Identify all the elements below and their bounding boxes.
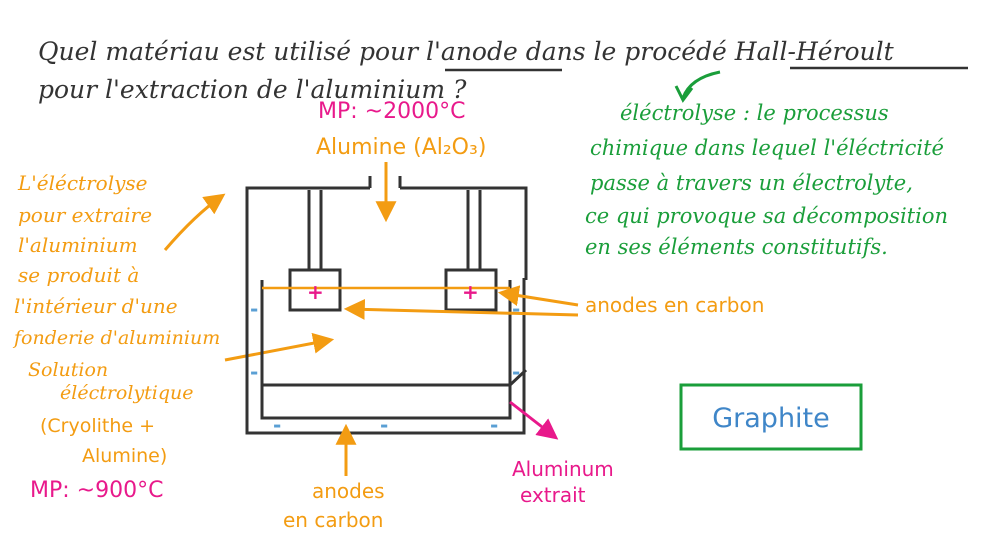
electrolytic-cell (245, 176, 528, 435)
cathode-minus: - (380, 413, 388, 437)
smelter-note-line: l'intérieur d'une (14, 294, 178, 318)
solution-line: Solution (28, 359, 108, 381)
anodes-label-bottom: en carbon (283, 508, 383, 532)
solution-line: éléctrolytique (60, 382, 194, 404)
definition-line: en ses éléments constitutifs. (585, 235, 888, 259)
cathode-minus: - (490, 413, 498, 437)
solution-label: Solution éléctrolytique (28, 359, 194, 404)
answer-text: Graphite (712, 403, 830, 434)
anode-arrow-lower (343, 298, 579, 320)
cathode-minus: - (512, 297, 520, 321)
smelter-note-line: se produit à (18, 263, 139, 287)
cathode-minus: - (250, 360, 258, 384)
cell-inner-lining (260, 280, 512, 420)
smelter-note: L'éléctrolyse pour extraire l'aluminium … (12, 171, 220, 349)
question-line-1: Quel matériau est utilisé pour l'anode d… (38, 37, 895, 66)
definition-line: chimique dans lequel l'éléctricité (590, 136, 944, 160)
anode-plus-right: + (462, 280, 479, 304)
anodes-label-right: anodes en carbon (585, 293, 764, 317)
anode-block-right (444, 268, 498, 312)
aluminum-out-arrow (509, 400, 559, 440)
cathode-charges: - - - - - - - (250, 297, 520, 437)
cell-outer-wall (245, 186, 526, 435)
alumina-melting-point: MP: ~2000°C (318, 99, 465, 124)
heroult-arrow (681, 70, 721, 99)
aluminum-label: extrait (520, 483, 586, 507)
definition-line: passe à travers un électrolyte, (590, 171, 913, 195)
question-line-2: pour l'extraction de l'aluminium ? (38, 75, 467, 104)
anode-block-left (288, 268, 342, 312)
anodes-label-bottom: anodes (312, 479, 385, 503)
tap-spout (508, 368, 528, 387)
smelter-note-line: L'éléctrolyse (17, 171, 147, 195)
cathode-minus: - (250, 297, 258, 321)
definition-line: ce qui provoque sa décomposition (585, 204, 948, 228)
anode-arrow-upper (497, 285, 579, 307)
alumina-label: Alumine (Al₂O₃) (316, 135, 486, 160)
smelter-arrow (163, 193, 226, 251)
electrolysis-definition: éléctrolyse : le processus chimique dans… (585, 101, 948, 259)
composition-line: (Cryolithe + (40, 415, 155, 437)
anode-plus-left: + (307, 280, 324, 304)
solution-arrow (224, 332, 335, 362)
cell-lid-right (400, 186, 528, 280)
smelter-note-line: fonderie d'aluminium (12, 327, 220, 349)
aluminum-label: Aluminum (512, 457, 614, 481)
answer-box (679, 383, 863, 451)
composition-line: Alumine) (82, 445, 167, 467)
definition-line: éléctrolyse : le processus (620, 101, 889, 125)
smelter-note-line: pour extraire (18, 203, 152, 227)
solution-melting-point: MP: ~900°C (30, 478, 163, 503)
cathode-minus: - (512, 360, 520, 384)
cathode-minus: - (273, 413, 281, 437)
smelter-note-line: l'aluminium (18, 233, 138, 257)
composition-label: (Cryolithe + Alumine) (40, 415, 167, 467)
